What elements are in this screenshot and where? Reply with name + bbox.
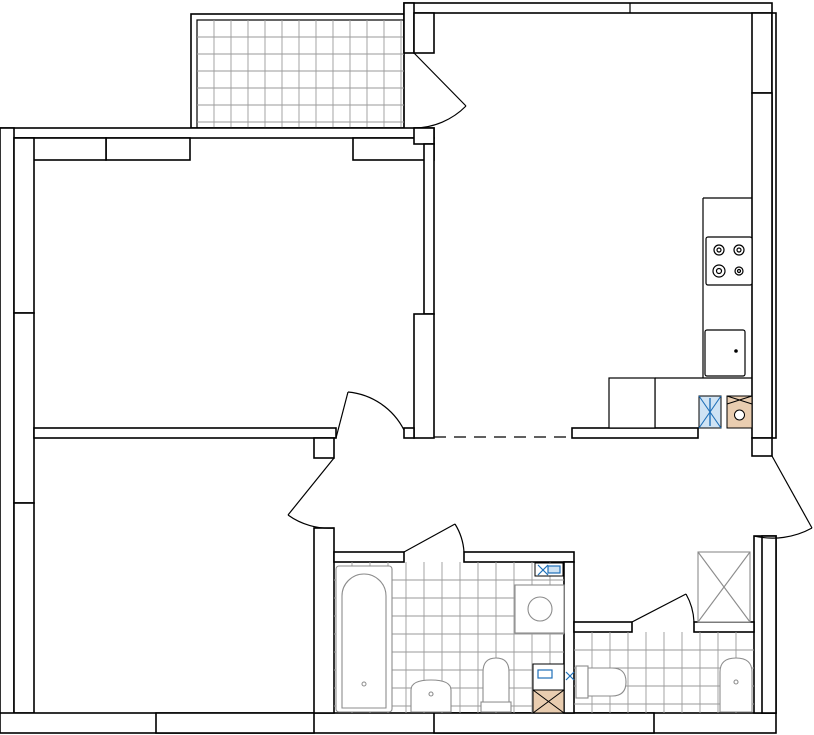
wc-valve-icon xyxy=(565,671,575,681)
entry-door[interactable] xyxy=(753,455,813,539)
wall-left-outer xyxy=(0,127,15,729)
fridge-icon xyxy=(608,377,656,429)
wall-kitchen-balcony-pier xyxy=(413,12,435,54)
wall-bedroom-kitchen-lower xyxy=(413,313,435,439)
wall-stub xyxy=(403,427,415,439)
wc-toilet-icon xyxy=(575,665,627,699)
wall-wc-top-right xyxy=(693,621,755,633)
wc-washbasin-icon xyxy=(719,657,753,713)
wc-door[interactable] xyxy=(631,593,695,623)
bathtub-icon xyxy=(335,565,393,713)
wall-left-middle xyxy=(13,312,35,504)
window-pier-1 xyxy=(105,137,191,161)
exterior-walls xyxy=(0,2,777,734)
wc xyxy=(565,551,754,713)
balcony-tile-grid xyxy=(197,20,404,128)
interior-walls xyxy=(33,127,773,714)
washing-machine-bath-icon xyxy=(514,584,565,634)
wall-bedroom-hall-jamb xyxy=(313,437,335,459)
doors[interactable] xyxy=(287,52,813,623)
wall-entry-jamb xyxy=(751,437,773,457)
wall-bath-top-left xyxy=(333,551,405,563)
window-bottom-2 xyxy=(433,712,655,734)
wall-top-bedroom xyxy=(0,127,435,139)
wall-top-kitchen xyxy=(403,2,773,14)
wall-bedroom-bathroom xyxy=(313,527,335,714)
wall-left-upper xyxy=(13,137,35,314)
shower-tray-icon xyxy=(697,551,751,623)
wall-between-bedrooms xyxy=(33,427,337,439)
kitchen-counter xyxy=(608,197,753,429)
bathroom xyxy=(334,562,565,714)
wall-bath-wc xyxy=(563,561,575,714)
wall-kitchen-bottom-right xyxy=(571,427,699,439)
wall-bath-top-right xyxy=(463,551,575,563)
boiler-icon xyxy=(726,395,753,429)
wall-right-upper xyxy=(751,12,773,94)
kitchen-sink-icon xyxy=(704,329,746,377)
wall-bedroom-kitchen xyxy=(423,143,435,315)
balcony-door[interactable] xyxy=(413,52,467,129)
toilet-icon xyxy=(480,657,512,713)
bedroom-bottom-door[interactable] xyxy=(287,457,335,529)
washing-machine-icon xyxy=(698,395,722,429)
bedroom-top-door[interactable] xyxy=(335,391,405,439)
wall-right-mid xyxy=(751,92,773,439)
cooktop-icon xyxy=(705,236,753,286)
wall-wc-top-left xyxy=(573,621,633,633)
washbasin-icon xyxy=(410,679,452,713)
wall-bottom xyxy=(0,712,777,734)
wall-bedroom-kitchen-top xyxy=(413,127,435,145)
wall-left-lower xyxy=(13,502,35,714)
wall-right-lower-outer xyxy=(761,535,777,714)
bathroom-door[interactable] xyxy=(403,523,465,553)
service-box-icon xyxy=(532,663,565,714)
balcony xyxy=(190,13,405,129)
window-bottom-1 xyxy=(155,712,315,734)
water-valve-icon xyxy=(534,562,564,577)
wall-kitchen-balcony-upper xyxy=(403,2,415,54)
